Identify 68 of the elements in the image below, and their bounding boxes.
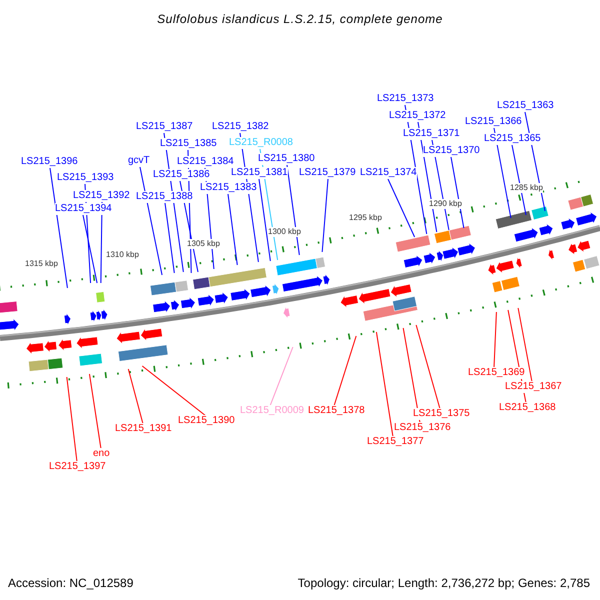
position-label: 1305 kbp — [187, 239, 220, 249]
leader-line — [88, 374, 102, 450]
leader-line — [50, 168, 68, 288]
footer-text: Topology: circular; Length: 2,736,272 bp; Genes: 2,785 — [298, 575, 590, 592]
leader-line — [228, 194, 238, 266]
gene-label: LS215_1373 — [377, 93, 434, 105]
leader-line — [416, 324, 440, 410]
leader-line — [376, 332, 394, 438]
gene-label: LS215_1380 — [258, 153, 315, 165]
leader-line — [518, 308, 532, 382]
leader-line — [270, 346, 294, 406]
position-label: 1315 kbp — [25, 259, 58, 269]
gene-label: LS215_1381 — [231, 167, 288, 179]
leader-line — [286, 164, 300, 256]
leader-line — [494, 312, 497, 368]
gene-label: LS215_1368 — [499, 402, 556, 414]
leader-line — [402, 328, 420, 424]
leader-line — [450, 156, 464, 228]
leader-line — [128, 368, 144, 424]
leader-line — [258, 178, 271, 262]
gene-label: LS215_1372 — [389, 110, 446, 122]
gene-label: LS215_1382 — [212, 121, 269, 133]
leader-line — [322, 178, 328, 252]
gene-label: LS215_1375 — [413, 408, 470, 420]
gene-label: LS215_1394 — [55, 203, 112, 215]
gene-label: LS215_1377 — [367, 436, 424, 448]
leader-line — [142, 366, 206, 416]
gene-label: LS215_1365 — [484, 133, 541, 145]
leader-line — [164, 202, 175, 274]
position-label: 1295 kbp — [349, 213, 382, 223]
gene-label: LS215_1392 — [73, 190, 130, 202]
position-label: 1285 kbp — [510, 183, 543, 193]
gene-label: LS215_1370 — [423, 145, 480, 157]
gene-label: LS215_1390 — [178, 415, 235, 427]
position-label: 1290 kbp — [429, 199, 462, 209]
gene-label: LS215_1379 — [299, 167, 356, 179]
leader-line — [82, 214, 98, 284]
gene-label: LS215_1378 — [308, 405, 365, 417]
gene-label: LS215_1369 — [468, 367, 525, 379]
leader-line — [388, 178, 416, 238]
leader-line — [494, 128, 512, 218]
gene-label: LS215_1387 — [136, 121, 193, 133]
gene-label: LS215_1376 — [394, 422, 451, 434]
gene-label: LS215_1384 — [177, 156, 234, 168]
gene-label: LS215_1363 — [497, 100, 554, 112]
map-title: Sulfolobus islandicus L.S.2.15, complete genome — [156, 11, 444, 28]
leader-line — [334, 336, 357, 406]
gene-label: LS215_1391 — [115, 423, 172, 435]
gene-label: LS215_1386 — [153, 169, 210, 181]
leader-line — [140, 166, 163, 276]
gene-label: LS215_1397 — [49, 461, 106, 473]
position-label: 1310 kbp — [106, 250, 139, 260]
gene-label: LS215_R0008 — [229, 137, 293, 149]
gene-label: LS215_1396 — [21, 156, 78, 168]
footer-text: Accession: NC_012589 — [8, 575, 134, 592]
gene-label: LS215_1385 — [160, 138, 217, 150]
gene-label: LS215_1367 — [505, 381, 562, 393]
gene-label: LS215_1371 — [403, 128, 460, 140]
gene-label: LS215_1388 — [136, 191, 193, 203]
gene-label: LS215_1374 — [360, 167, 417, 179]
gene-label: LS215_1393 — [57, 172, 114, 184]
position-label: 1300 kbp — [268, 227, 301, 237]
gene-label: gcvT — [128, 155, 150, 167]
leader-line — [512, 144, 526, 216]
gene-label: LS215_1383 — [200, 182, 257, 194]
leader-line — [66, 376, 78, 462]
gene-label: LS215_R0009 — [240, 405, 304, 417]
gene-label: LS215_1366 — [465, 116, 522, 128]
